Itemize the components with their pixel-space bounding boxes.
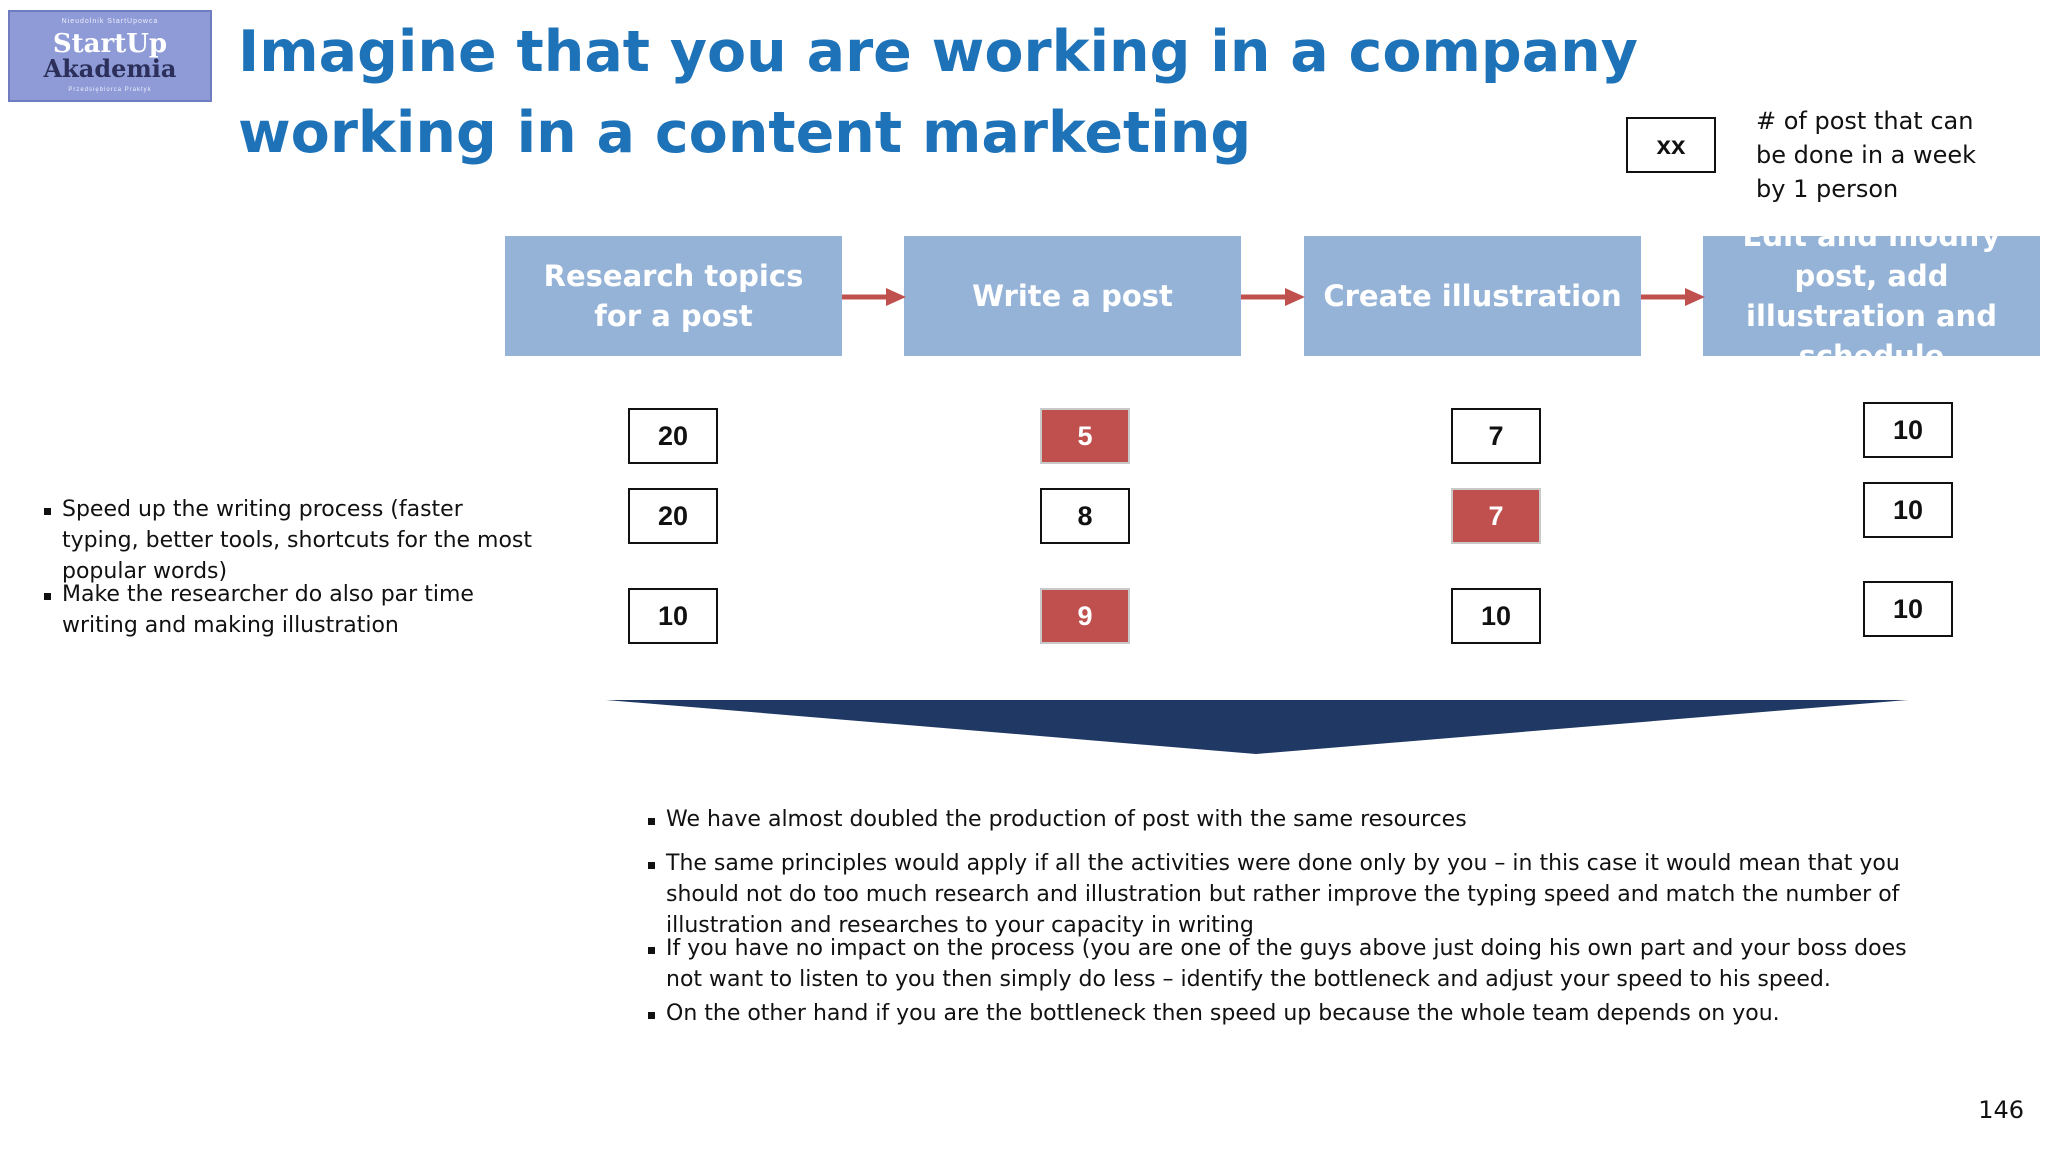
conclusion-bullet: The same principles would apply if all t…: [648, 848, 1908, 941]
page-number: 146: [1978, 1096, 2024, 1124]
flow-arrow-2: [1241, 288, 1305, 306]
improvement-bullets: Speed up the writing process (faster typ…: [44, 494, 544, 641]
conclusion-bullets: We have almost doubled the production of…: [648, 804, 1908, 1029]
capacity-box-edit: 10: [1863, 402, 1953, 458]
improvement-bullet: Speed up the writing process (faster typ…: [44, 494, 544, 587]
conclusion-bullet: We have almost doubled the production of…: [648, 804, 1908, 835]
legend-description: # of post that can be done in a week by …: [1756, 107, 1977, 203]
legend-box: xx: [1626, 117, 1716, 173]
capacity-box-write-bottleneck: 9: [1040, 588, 1130, 644]
slide-title: Imagine that you are working in a compan…: [238, 19, 1638, 166]
improvement-bullet: Make the researcher do also par time wri…: [44, 579, 544, 641]
capacity-box-write-bottleneck: 5: [1040, 408, 1130, 464]
logo-bottom-text: Przedsiębiorca Praktyk: [68, 87, 152, 93]
capacity-box-illustrate: 7: [1451, 408, 1541, 464]
capacity-box-research: 20: [628, 408, 718, 464]
capacity-box-illustrate: 10: [1451, 588, 1541, 644]
capacity-box-edit: 10: [1863, 581, 1953, 637]
step-illustrate: Create illustration: [1304, 236, 1641, 356]
conclusion-chevron: [606, 700, 1908, 754]
step-edit-schedule: Edit and modify post, add illustration a…: [1703, 219, 2040, 373]
step-research: Research topics for a post: [505, 236, 842, 356]
capacity-box-write: 8: [1040, 488, 1130, 544]
logo-top-text: Nieudolnik StartUpowca: [61, 18, 159, 25]
step-write: Write a post: [904, 236, 1241, 356]
capacity-box-illustrate-bottleneck: 7: [1451, 488, 1541, 544]
conclusion-bullet: If you have no impact on the process (yo…: [648, 933, 1908, 995]
capacity-box-research: 20: [628, 488, 718, 544]
flow-arrow-1: [842, 288, 906, 306]
conclusion-bullet: On the other hand if you are the bottlen…: [648, 998, 1908, 1029]
capacity-box-edit: 10: [1863, 482, 1953, 538]
flow-arrow-3: [1641, 288, 1705, 306]
logo-line-1: StartUp: [52, 29, 168, 59]
capacity-box-research: 10: [628, 588, 718, 644]
logo-line-2: Akademia: [43, 54, 177, 83]
startup-akademia-logo: Nieudolnik StartUpowca StartUp Akademia …: [8, 10, 212, 102]
